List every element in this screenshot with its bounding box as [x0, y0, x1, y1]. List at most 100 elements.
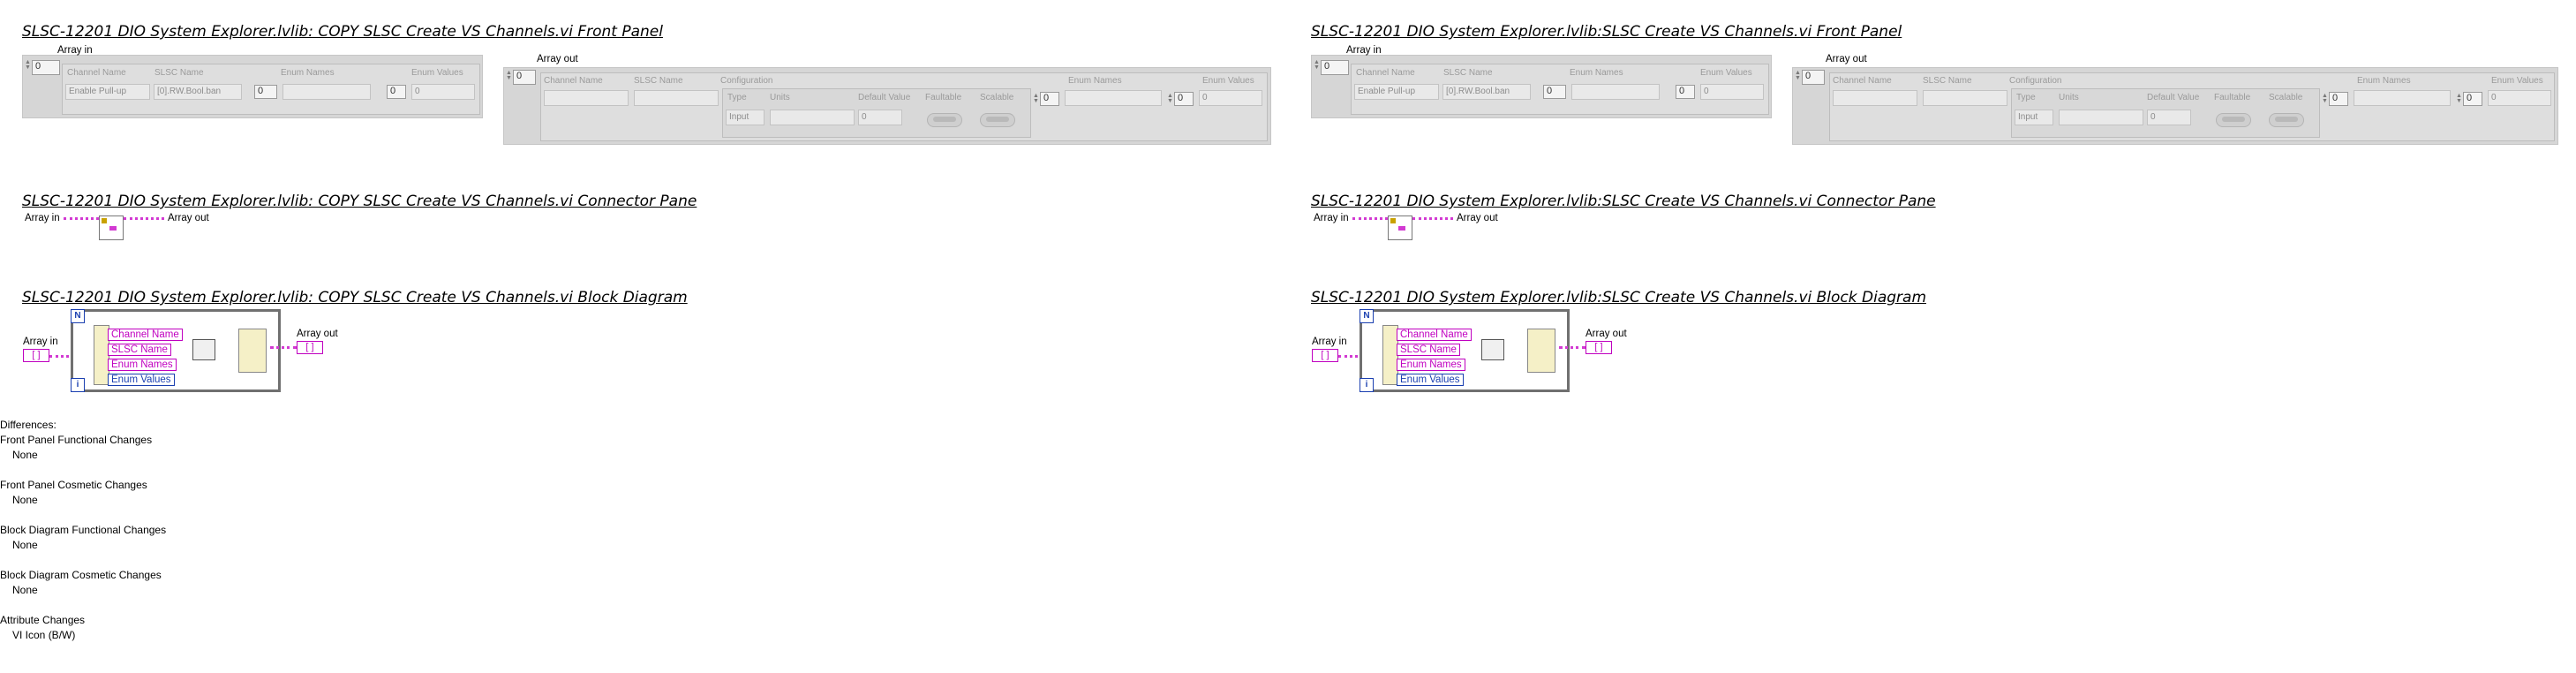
out-enum-names-spinner: ▲▼: [2322, 93, 2328, 104]
block-diagram-title: SLSC-12201 DIO System Explorer.lvlib: CO…: [22, 289, 688, 306]
out-channel-name-field: [1833, 90, 1917, 106]
connector-pane-title: SLSC-12201 DIO System Explorer.lvlib: CO…: [22, 193, 697, 210]
cfg-col-type: Type: [2016, 93, 2036, 102]
enum-values-index[interactable]: 0: [387, 85, 406, 99]
cfg-col-scalable: Scalable: [2269, 93, 2303, 102]
diff-section-title: Block Diagram Functional Changes: [0, 524, 167, 536]
connector-in-label: Array in: [1314, 213, 1349, 223]
enum-names-field[interactable]: [1571, 84, 1660, 100]
slsc-name-field[interactable]: [0].RW.Bool.ban: [1442, 84, 1531, 100]
index-spinner[interactable]: ▲▼: [25, 59, 31, 71]
out-array-index-display[interactable]: 0: [513, 70, 536, 85]
out-index-spinner[interactable]: ▲▼: [506, 70, 512, 81]
bd-array-out-terminal[interactable]: [ ]: [297, 341, 323, 354]
out-col-enum-values: Enum Values: [2491, 76, 2543, 86]
out-col-enum-values: Enum Values: [1202, 76, 1254, 86]
diff-section-value: VI Icon (B/W): [12, 629, 76, 641]
out-enum-values-index: 0: [2463, 92, 2482, 106]
subvi-icon: [192, 339, 215, 360]
diff-section-title: Attribute Changes: [0, 614, 86, 626]
col-channel-name: Channel Name: [67, 68, 126, 78]
front-panel-title: SLSC-12201 DIO System Explorer.lvlib:SLS…: [1311, 23, 1902, 41]
connector-pane-icon[interactable]: [1388, 216, 1412, 240]
terminal-in-icon: [1390, 218, 1396, 223]
out-enum-values-field: 0: [1199, 90, 1262, 106]
out-col-configuration: Configuration: [2009, 76, 2062, 86]
left-column: SLSC-12201 DIO System Explorer.lvlib: CO…: [0, 0, 1289, 673]
faultable-toggle: [927, 113, 962, 127]
bd-array-out-terminal[interactable]: [ ]: [1586, 341, 1612, 354]
bd-array-in-terminal[interactable]: [ ]: [23, 349, 49, 362]
col-enum-names: Enum Names: [1570, 68, 1623, 78]
channel-name-field[interactable]: Enable Pull-up: [1354, 84, 1439, 100]
col-channel-name: Channel Name: [1356, 68, 1415, 78]
diff-section-value: None: [12, 584, 38, 596]
array-index-display[interactable]: 0: [1321, 60, 1349, 75]
out-channel-name-field: [544, 90, 629, 106]
channel-name-field[interactable]: Enable Pull-up: [65, 84, 150, 100]
front-panel-title: SLSC-12201 DIO System Explorer.lvlib: CO…: [22, 23, 663, 41]
out-array-index-display[interactable]: 0: [1802, 70, 1825, 85]
out-col-slsc-name: SLSC Name: [634, 76, 683, 86]
bd-field-enum-values: Enum Values: [108, 374, 175, 386]
diff-section-value: None: [12, 449, 38, 461]
subvi-icon: [1481, 339, 1504, 360]
enum-names-field[interactable]: [282, 84, 371, 100]
cfg-col-default-value: Default Value: [2147, 93, 2200, 102]
faultable-toggle: [2216, 113, 2251, 127]
out-enum-values-field: 0: [2488, 90, 2551, 106]
connector-in-wire: [1352, 217, 1388, 220]
slsc-name-field[interactable]: [0].RW.Bool.ban: [154, 84, 242, 100]
index-spinner[interactable]: ▲▼: [1314, 59, 1320, 71]
enum-values-field[interactable]: 0: [411, 84, 475, 100]
cfg-col-units: Units: [770, 93, 790, 102]
bd-out-wire: [1559, 346, 1586, 349]
connector-out-wire: [124, 217, 164, 220]
cfg-col-default-value: Default Value: [858, 93, 911, 102]
right-column: SLSC-12201 DIO System Explorer.lvlib:SLS…: [1289, 0, 2576, 673]
out-enum-values-index: 0: [1174, 92, 1194, 106]
cfg-col-scalable: Scalable: [980, 93, 1014, 102]
scalable-toggle: [2269, 113, 2304, 127]
connector-out-label: Array out: [168, 213, 209, 223]
cfg-type-field: Input: [726, 110, 765, 125]
array-in-label: Array in: [1346, 45, 1382, 56]
loop-index-terminal: i: [71, 378, 85, 392]
bd-array-out-label: Array out: [297, 329, 338, 339]
cfg-default-value-field: 0: [2147, 110, 2191, 125]
loop-count-terminal: N: [71, 309, 85, 323]
out-slsc-name-field: [634, 90, 719, 106]
bd-array-in-label: Array in: [1312, 336, 1347, 347]
bundle-by-name-node: [1527, 329, 1555, 373]
diff-section-title: Front Panel Functional Changes: [0, 434, 153, 446]
out-enum-values-spinner: ▲▼: [1167, 93, 1173, 104]
loop-index-terminal: i: [1360, 378, 1374, 392]
enum-values-index[interactable]: 0: [1676, 85, 1695, 99]
loop-count-terminal: N: [1360, 309, 1374, 323]
col-slsc-name: SLSC Name: [154, 68, 204, 78]
connector-pane-icon[interactable]: [99, 216, 124, 240]
connector-in-label: Array in: [25, 213, 60, 223]
out-enum-names-index: 0: [1040, 92, 1059, 106]
diff-section-title: Front Panel Cosmetic Changes: [0, 479, 147, 491]
connector-out-wire: [1412, 217, 1453, 220]
cfg-units-field: [770, 110, 855, 125]
array-in-label: Array in: [57, 45, 93, 56]
out-enum-names-index: 0: [2329, 92, 2348, 106]
enum-names-index[interactable]: 0: [1543, 85, 1566, 99]
enum-values-field[interactable]: 0: [1700, 84, 1764, 100]
enum-names-index[interactable]: 0: [254, 85, 277, 99]
out-enum-names-spinner: ▲▼: [1033, 93, 1039, 104]
cfg-col-type: Type: [727, 93, 747, 102]
terminal-out-icon: [1398, 226, 1405, 231]
bd-array-in-terminal[interactable]: [ ]: [1312, 349, 1338, 362]
scalable-toggle: [980, 113, 1015, 127]
cfg-col-faultable: Faultable: [2214, 93, 2251, 102]
array-index-display[interactable]: 0: [32, 60, 60, 75]
out-col-channel-name: Channel Name: [1833, 76, 1892, 86]
out-index-spinner[interactable]: ▲▼: [1795, 70, 1801, 81]
connector-pane-title: SLSC-12201 DIO System Explorer.lvlib:SLS…: [1311, 193, 1936, 210]
out-slsc-name-field: [1923, 90, 2007, 106]
cfg-col-units: Units: [2059, 93, 2079, 102]
bd-field-slsc-name: SLSC Name: [108, 344, 171, 356]
